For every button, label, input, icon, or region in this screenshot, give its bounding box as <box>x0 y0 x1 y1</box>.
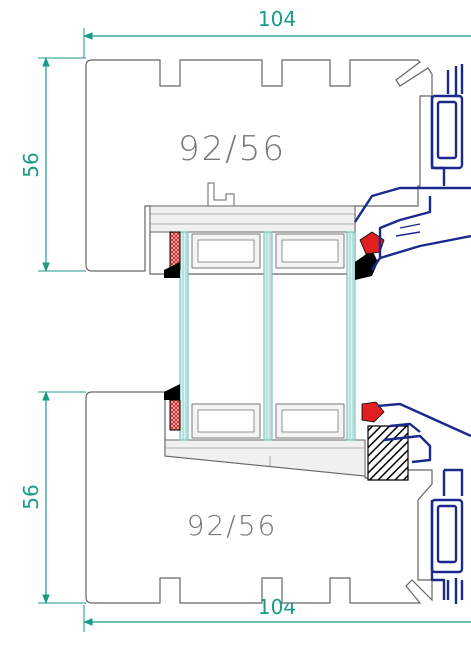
aluminium-cladding-upper <box>353 64 471 271</box>
triple-glazing <box>179 231 356 441</box>
lower-section-label: 92/56 <box>187 509 278 542</box>
aluminium-cladding-lower <box>377 402 471 604</box>
sash-top-bar <box>149 205 356 233</box>
upper-section-label: 92/56 <box>178 129 286 169</box>
lower-wood-profile: 92/56 <box>85 391 433 604</box>
top-width-dimension: 104 <box>83 7 471 58</box>
sash-bottom-bar <box>164 439 366 477</box>
top-width-label: 104 <box>258 7 296 31</box>
lower-height-dimension: 56 <box>19 391 86 604</box>
upper-height-dimension: 56 <box>19 57 86 272</box>
spacer-bars <box>191 233 345 439</box>
upper-height-label: 56 <box>19 152 43 177</box>
lower-height-label: 56 <box>19 484 43 509</box>
